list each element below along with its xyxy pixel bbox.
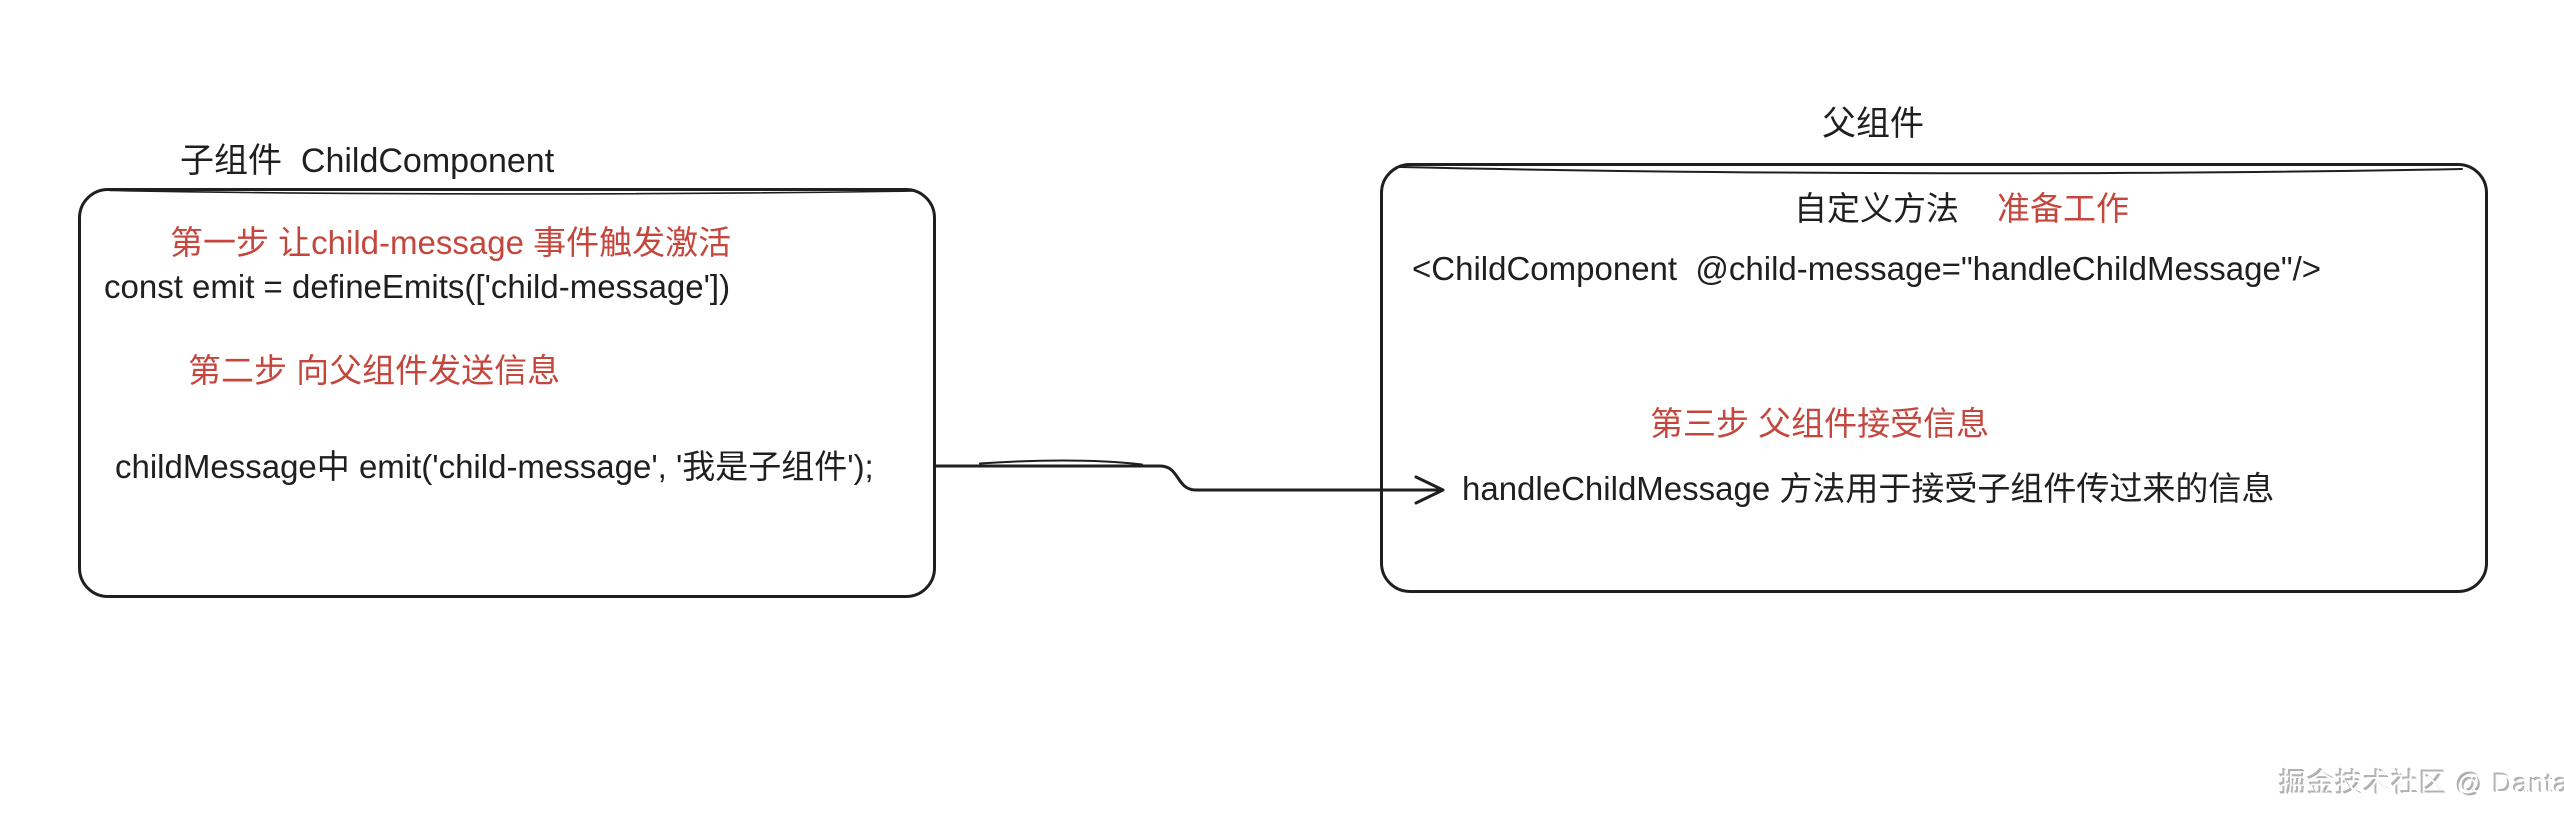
step1-label: 第一步 让child-message 事件触发激活 — [170, 224, 732, 261]
parent-component-title: 父组件 — [1822, 105, 1924, 143]
prep-work-label: 准备工作 — [1997, 190, 2129, 227]
handler-description-line: handleChildMessage 方法用于接受子组件传过来的信息 — [1462, 470, 2275, 507]
parent-method-line: 自定义方法 准备工作 — [1794, 188, 2129, 229]
custom-method-label: 自定义方法 — [1794, 190, 1959, 227]
step3-label: 第三步 父组件接受信息 — [1650, 405, 1990, 442]
emit-call-code-line: childMessage中 emit('child-message', '我是子… — [115, 448, 874, 485]
child-component-box — [78, 188, 936, 598]
child-component-title: 子组件 ChildComponent — [180, 142, 555, 180]
child-component-tag-code-line: <ChildComponent @child-message="handleCh… — [1412, 250, 2322, 287]
watermark-credit: 掘金技术社区 @ Danta — [2280, 769, 2564, 799]
step2-label: 第二步 向父组件发送信息 — [188, 352, 561, 389]
define-emits-code-line: const emit = defineEmits(['child-message… — [104, 268, 731, 305]
parent-component-box — [1380, 163, 2488, 593]
